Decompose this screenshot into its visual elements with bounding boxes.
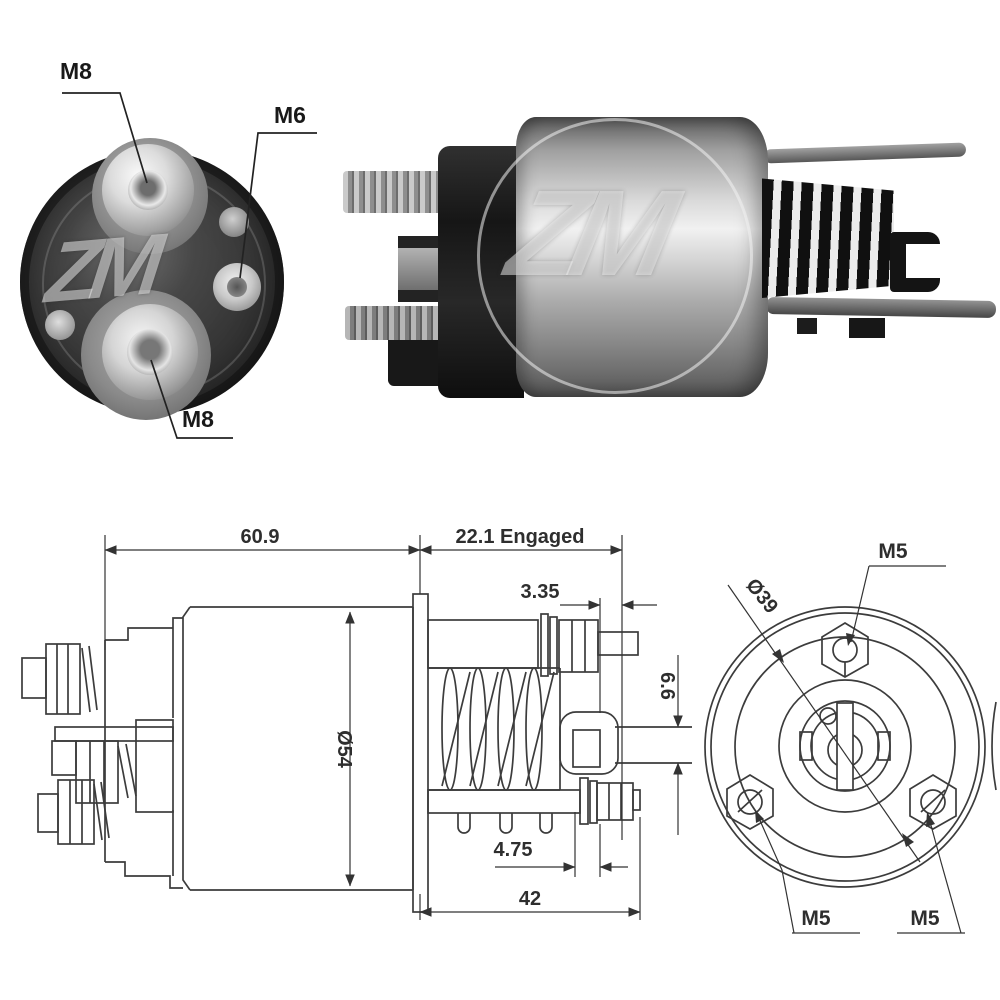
fork-slot (572, 729, 601, 768)
upper-washer-1 (540, 613, 549, 677)
bolt-circle-arrow-2 (902, 833, 914, 847)
fork-slot-extension-lines (615, 726, 692, 764)
edge-arc-fragment (991, 701, 997, 791)
plunger-pin-bottom (765, 296, 997, 319)
mounting-nut-top (821, 622, 869, 678)
upper-bracket (427, 619, 539, 669)
terminal-stud-shaft (21, 657, 47, 699)
terminal-nut-facets (56, 644, 98, 714)
upper-nut-facets (571, 620, 586, 672)
zm-watermark-logo: ZM (41, 216, 159, 322)
contact-bridge (54, 726, 174, 742)
upper-washer-2 (549, 616, 558, 675)
cap-outline (104, 617, 183, 889)
mounting-nut-bottom-left (726, 774, 774, 830)
plunger-boss (810, 711, 880, 781)
m8-top-label: M8 (60, 58, 92, 84)
spring-housing-lines (428, 667, 561, 791)
bolt-circle-leader (727, 584, 921, 863)
contact-nut (75, 740, 119, 804)
zm-watermark-ring (477, 118, 753, 394)
lower-stud-shaft (37, 793, 59, 833)
boss-tab-left (799, 731, 813, 761)
bore-circle-2 (799, 700, 891, 792)
end-view-leaders (727, 565, 965, 934)
plunger-core (827, 732, 863, 768)
lower-washer-2 (589, 780, 598, 824)
end-view-drawing (704, 606, 997, 888)
upper-nut (558, 619, 599, 673)
dim-total-length-label: 60.9 (241, 526, 280, 548)
lower-stud-nut (57, 779, 95, 845)
lower-nut-facets (69, 780, 110, 844)
dim-front-length-label: 42 (519, 888, 541, 910)
bolt-circle-dim-label: Ø39 (741, 575, 782, 618)
m5-right-arrow (926, 812, 935, 827)
zm-watermark-logo: ZM (497, 165, 675, 301)
dim-body-diameter-label: Ø54 (333, 730, 355, 769)
m5-top-label: M5 (878, 540, 907, 563)
upper-rod-end (597, 631, 639, 656)
dim-pin-label: 3.35 (521, 581, 560, 603)
bolt-circle-arrow-1 (772, 649, 784, 663)
m5-bottom-right-label: M5 (910, 907, 939, 930)
m5-bottom-left-label: M5 (801, 907, 830, 930)
lower-washer-1 (579, 777, 589, 825)
plunger-pin-top (763, 142, 967, 164)
body-outline (182, 606, 414, 891)
spring-tab-right (849, 318, 885, 338)
dim-fork-slot-label: 6.6 (656, 672, 678, 700)
lower-nut (596, 782, 634, 821)
pin-hole (819, 707, 837, 725)
m5-right-leader (897, 817, 965, 934)
mounting-nut-bottom-right (909, 774, 957, 830)
plunger-fork (559, 711, 619, 775)
bottom-m8-bolt-core (127, 329, 173, 375)
contact-head (51, 740, 77, 776)
m5-left-leader (757, 815, 860, 934)
leader-arrowheads (755, 633, 935, 847)
dim-rod-offset-label: 4.75 (494, 839, 533, 861)
m6-terminal-bump (219, 207, 249, 237)
side-view-drawing (21, 593, 692, 913)
flange-outer-circle (704, 606, 986, 888)
contact-nut-facets (89, 741, 137, 803)
mounting-flange-plate (412, 593, 429, 913)
bore-circle-1 (778, 679, 912, 813)
boss-tab-right (877, 731, 891, 761)
lower-nut-facets2 (608, 783, 622, 820)
extension-lines (104, 535, 641, 920)
terminal-stud-nut (45, 643, 81, 715)
flange-outer-circle-2 (710, 612, 980, 882)
m6-label: M6 (274, 102, 306, 128)
lower-rod-end (632, 789, 641, 811)
top-m8-bolt-core (128, 170, 168, 210)
m5-top-arrow (846, 633, 855, 646)
m5-left-arrow (755, 810, 764, 823)
m8-bottom-label: M8 (182, 406, 214, 432)
terminal-boss (135, 719, 174, 813)
coil-spring (441, 667, 555, 791)
small-rivet (45, 310, 75, 340)
lower-bracket (427, 789, 581, 814)
motor-stud-photo (345, 306, 445, 340)
spring-tab-left (797, 318, 817, 334)
return-spring-photo (762, 178, 894, 298)
m5-top-leader (850, 565, 946, 643)
battery-stud-photo (343, 171, 445, 213)
spade-terminal-photo (398, 248, 444, 290)
m6-terminal-core (227, 277, 247, 297)
plunger-slot (836, 702, 854, 791)
dimension-lines (104, 535, 683, 920)
flange-inner-circle (734, 636, 956, 858)
plunger-fork-notch (906, 244, 940, 278)
bracket-tabs (457, 813, 553, 834)
dim-engaged-label: 22.1 Engaged (456, 526, 585, 548)
